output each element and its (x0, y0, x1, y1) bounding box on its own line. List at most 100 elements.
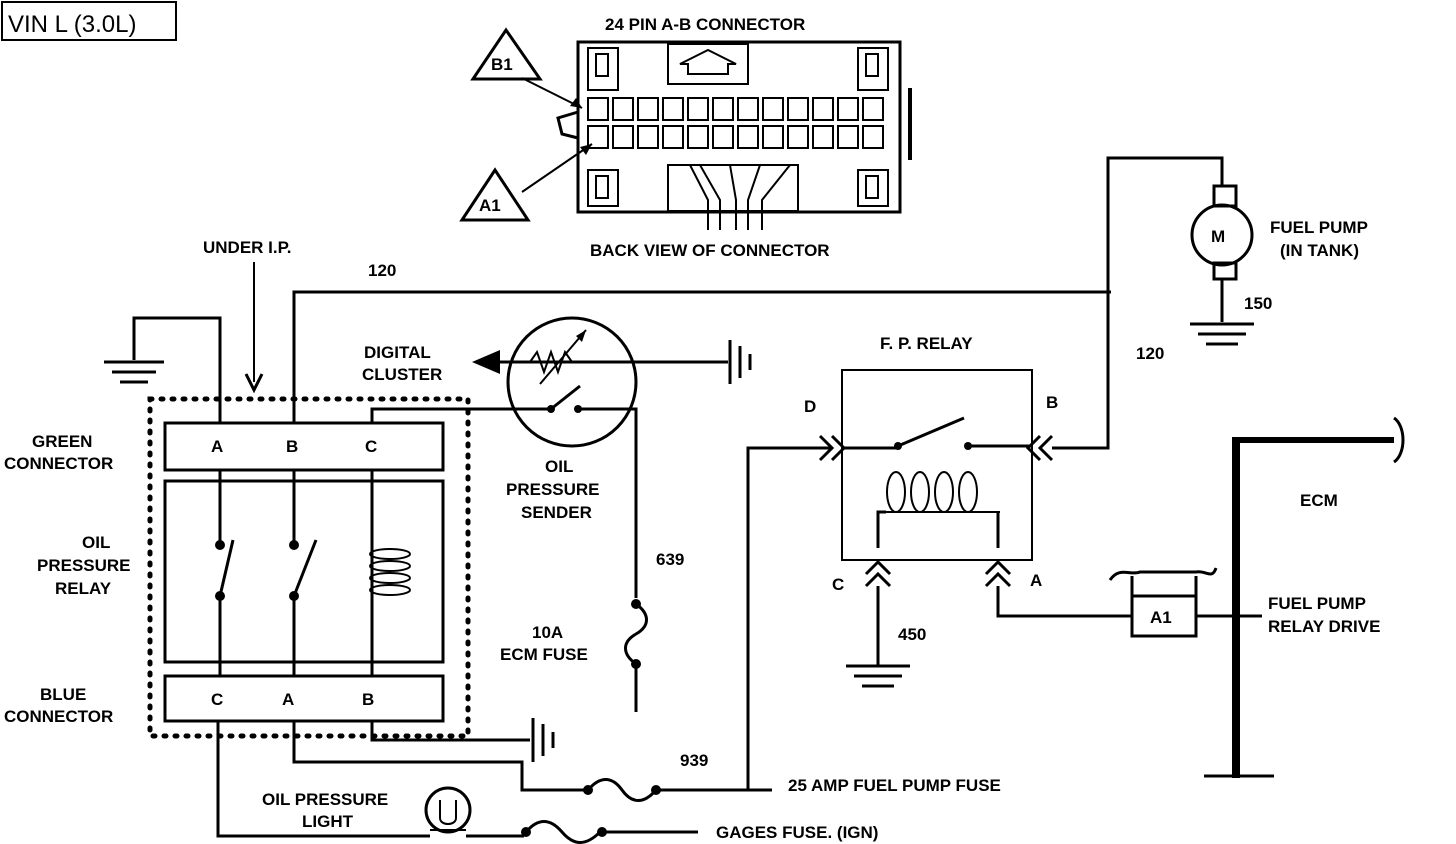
a1-terminal-box: A1 (1108, 567, 1218, 638)
wire-120-right-label: 120 (1136, 344, 1164, 363)
connector-pin-cavity (812, 97, 834, 121)
connector-pin-cavity (612, 97, 634, 121)
connector-pin-cavity (712, 97, 734, 121)
ground-icon-sender (718, 340, 752, 384)
oil-sender-label-2: PRESSURE (506, 480, 600, 499)
connector-pin-cavity (812, 125, 834, 149)
connector-pin-cavity (687, 125, 709, 149)
oil-pressure-relay-assembly: UNDER I.P. A B C C A B (4, 238, 471, 739)
oil-pressure-sender: OIL PRESSURE SENDER (506, 316, 718, 522)
oil-sender-label-1: OIL (545, 457, 573, 476)
blue-pin-a: A (282, 690, 294, 709)
connector-pin-cavity (587, 125, 609, 149)
ecm-fuse-label-1: 10A (532, 623, 563, 642)
a1-terminal-label: A1 (1150, 608, 1172, 627)
connector-pin-cavity (712, 125, 734, 149)
green-pin-c: C (365, 437, 377, 456)
ground-icon-blue-connector (531, 718, 555, 762)
ecm-fuse-10a (624, 599, 648, 712)
fp-relay-body (841, 369, 1033, 561)
connector-caption: BACK VIEW OF CONNECTOR (590, 241, 830, 260)
wire-120-top-label: 120 (368, 261, 396, 280)
wire-450-label: 450 (898, 625, 926, 644)
wire-639-label: 639 (656, 550, 684, 569)
motor-symbol: M (1211, 227, 1225, 246)
b1-marker-triangle (470, 27, 543, 81)
fuel-pump-label-1: FUEL PUMP (1270, 218, 1368, 237)
green-pin-a: A (211, 437, 223, 456)
b1-marker-label: B1 (491, 55, 513, 74)
wire-120-top (292, 290, 1111, 423)
blue-connector-label-2: CONNECTOR (4, 707, 113, 726)
ground-icon-relay-c (846, 664, 910, 688)
wire-150-label: 150 (1244, 294, 1272, 313)
connector-pin-cavity (737, 97, 759, 121)
connector-pin-cavity (637, 125, 659, 149)
title-box: VIN L (3.0L) (1, 1, 177, 41)
blue-connector-label-1: BLUE (40, 685, 86, 704)
arrow-down-icon (244, 373, 264, 394)
fuse-25a-label: 25 AMP FUEL PUMP FUSE (788, 776, 1001, 795)
relay-drive-label-1: FUEL PUMP (1268, 594, 1366, 613)
connector-pin-cavity (762, 125, 784, 149)
oil-pressure-light (424, 786, 472, 834)
fp-relay-pin-d: D (804, 397, 816, 416)
fuse-25a (583, 778, 661, 802)
green-connector (163, 421, 445, 472)
connector-pin-cavity (787, 97, 809, 121)
under-ip-boundary (147, 396, 471, 739)
oil-relay-label-3: RELAY (55, 579, 112, 598)
oil-sender-label-3: SENDER (521, 503, 592, 522)
fuel-pump-motor: M (1190, 184, 1254, 322)
connector-pin-cavity (662, 97, 684, 121)
green-connector-label-1: GREEN (32, 432, 92, 451)
oil-light-label-2: LIGHT (302, 812, 354, 831)
green-pin-b: B (286, 437, 298, 456)
fuel-pump-label-2: (IN TANK) (1280, 241, 1359, 260)
blue-connector (163, 674, 445, 723)
connector-pin-cavity (837, 97, 859, 121)
fp-relay-pin-a: A (1030, 571, 1042, 590)
connector-pin-cavity (637, 97, 659, 121)
fp-relay-coil (886, 471, 1000, 513)
connector-pin-cavity (687, 97, 709, 121)
connector-pin-cavity (862, 97, 884, 121)
connector-pin-cavity (762, 97, 784, 121)
wire-120-right (1052, 156, 1224, 450)
gages-fuse-label: GAGES FUSE. (IGN) (716, 823, 878, 842)
oil-relay-label-1: OIL (82, 533, 110, 552)
fuel-pump-relay: F. P. RELAY D B C A (804, 334, 1058, 594)
gages-fuse (521, 820, 607, 844)
connector-pin-cavity (737, 125, 759, 149)
wire-939-label: 939 (680, 751, 708, 770)
relay-coil (369, 548, 411, 596)
blue-pin-c: C (211, 690, 223, 709)
connector-pin-cavity (862, 125, 884, 149)
fp-relay-pin-c: C (832, 575, 844, 594)
fp-relay-label: F. P. RELAY (880, 334, 973, 353)
arrow-left-icon (472, 350, 500, 374)
relay-switch-2 (292, 539, 318, 597)
connector-24-pin: 24 PIN A-B CONNECTOR BACK VIEW OF CONNEC… (459, 15, 912, 260)
digital-cluster-label-1: DIGITAL (364, 343, 431, 362)
connector-pin-cavity (612, 125, 634, 149)
relay-switch-1 (218, 539, 235, 597)
relay-drive-label-2: RELAY DRIVE (1268, 617, 1380, 636)
green-connector-label-2: CONNECTOR (4, 454, 113, 473)
ecm-label: ECM (1300, 491, 1338, 510)
under-ip-label: UNDER I.P. (203, 238, 292, 257)
oil-relay-label-2: PRESSURE (37, 556, 131, 575)
connector-pin-cavity (662, 125, 684, 149)
fp-relay-pin-b: B (1046, 393, 1058, 412)
connector-title: 24 PIN A-B CONNECTOR (605, 15, 805, 34)
oil-pressure-relay-body (163, 479, 445, 664)
oil-light-label-1: OIL PRESSURE (262, 790, 388, 809)
ground-icon-relay (104, 316, 222, 423)
ecm-module: ECM (1204, 416, 1405, 778)
a1-marker-triangle (459, 167, 531, 222)
ecm-fuse-label-2: ECM FUSE (500, 645, 588, 664)
connector-pin-cavity (587, 97, 609, 121)
up-arrow-icon (679, 48, 737, 75)
a1-marker-label: A1 (479, 196, 501, 215)
